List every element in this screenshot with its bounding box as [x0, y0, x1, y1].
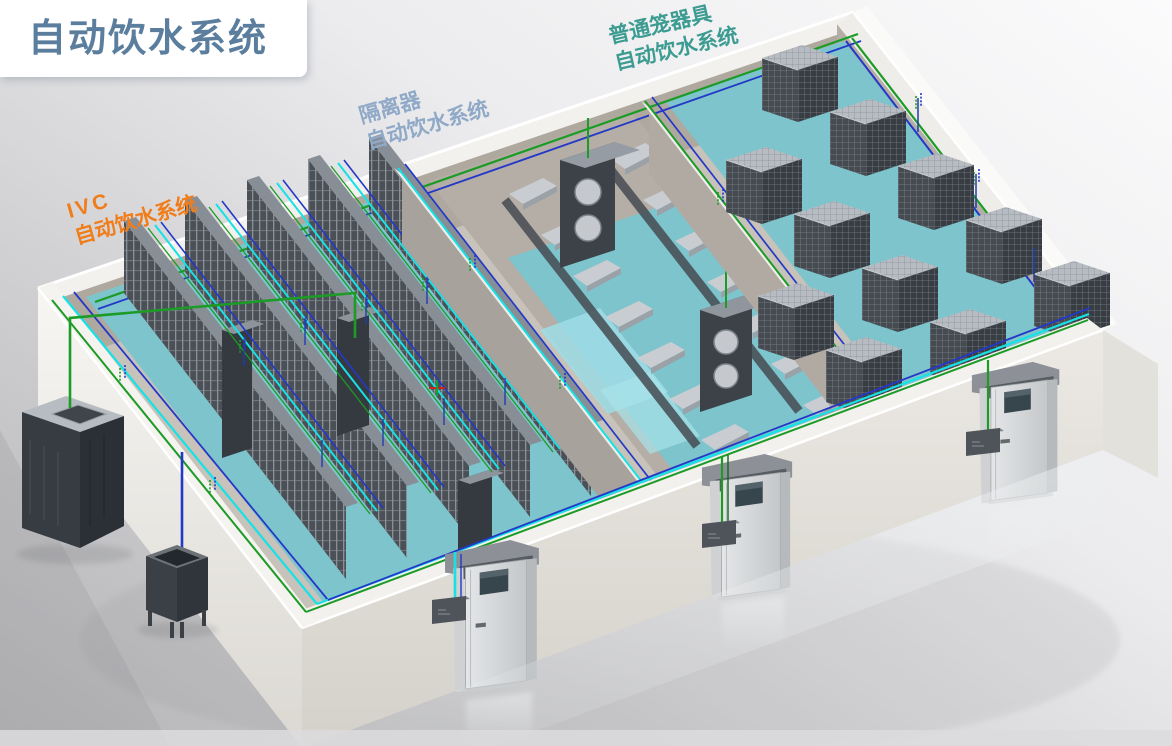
- water-tank: [138, 452, 218, 638]
- divider-wall-1: [394, 163, 657, 567]
- wall-panel: [431, 595, 471, 625]
- door-pipe-drops: [453, 360, 990, 600]
- ivc-aisle-pipes: [147, 159, 567, 515]
- page-title: 自动饮水系统: [28, 17, 269, 60]
- isolator-drum-cabinet: [560, 118, 640, 268]
- wall-panel: [701, 519, 741, 549]
- reflections: [0, 450, 1172, 746]
- cage-room-racks: [725, 44, 1111, 415]
- water-treatment-cabinet: [17, 396, 133, 564]
- external-supply-pipe: [68, 291, 357, 408]
- title-card: 自动饮水系统: [0, 0, 307, 77]
- cage-room-pipe-drops: [917, 98, 1035, 282]
- wall-panel: [965, 427, 1005, 457]
- isolator-room-units: [501, 118, 851, 456]
- front-wall-pipes: [51, 291, 1091, 613]
- cad-axis-marker: [429, 380, 445, 396]
